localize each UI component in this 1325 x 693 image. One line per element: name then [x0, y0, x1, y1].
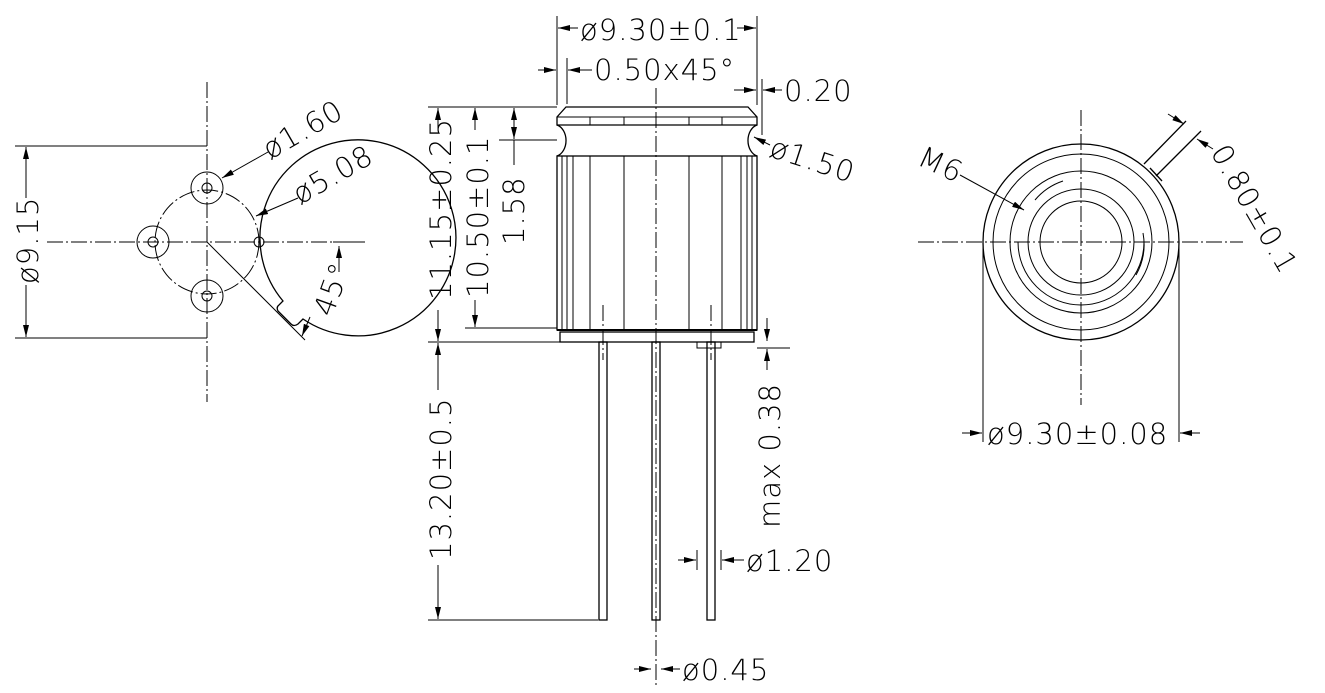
lead [651, 341, 661, 621]
dim-body-height: 10.50±0.1 [461, 136, 495, 298]
dim-top-diameter: ø9.30±0.1 [580, 13, 742, 47]
cap [556, 106, 758, 126]
dim-lead-length: 13.20±0.5 [424, 398, 458, 560]
dim-lead-diameter-large: ø1.20 [746, 544, 833, 578]
body [556, 155, 758, 331]
thread-label: M6 [913, 140, 969, 190]
dim-tab: 0.80±0.1 [1204, 139, 1305, 280]
pin-pad [190, 171, 224, 205]
dim-base-thickness: max 0.38 [753, 383, 787, 528]
base-outline [259, 139, 457, 337]
bottom-view: ø9.15 ø1.60 ø5.08 45° [11, 82, 457, 402]
side-view: ø9.30±0.1 0.50x45° 0.20 ø1.50 11.15±0.25… [424, 13, 859, 687]
dim-total-height: 11.15±0.25 [424, 118, 458, 300]
top-view: 0.80±0.1 M6 ø9.30±0.08 [913, 110, 1305, 451]
lead [706, 341, 716, 621]
lead [598, 341, 608, 621]
groove [556, 124, 758, 157]
dim-body-diameter: ø9.15 [11, 197, 45, 284]
base [559, 331, 755, 343]
dim-step: 0.20 [784, 74, 853, 108]
pitch-circle [154, 189, 260, 295]
dim-lead-diameter: ø0.45 [682, 653, 769, 687]
dim-chamfer: 0.50x45° [594, 53, 735, 87]
dim-groove: ø1.50 [766, 130, 860, 189]
dim-outer-diameter: ø9.30±0.08 [987, 417, 1168, 451]
pin-pad [190, 279, 224, 313]
pin-pad [136, 225, 170, 259]
dim-groove-position: 1.58 [497, 176, 531, 245]
dim-angle: 45° [307, 258, 358, 321]
